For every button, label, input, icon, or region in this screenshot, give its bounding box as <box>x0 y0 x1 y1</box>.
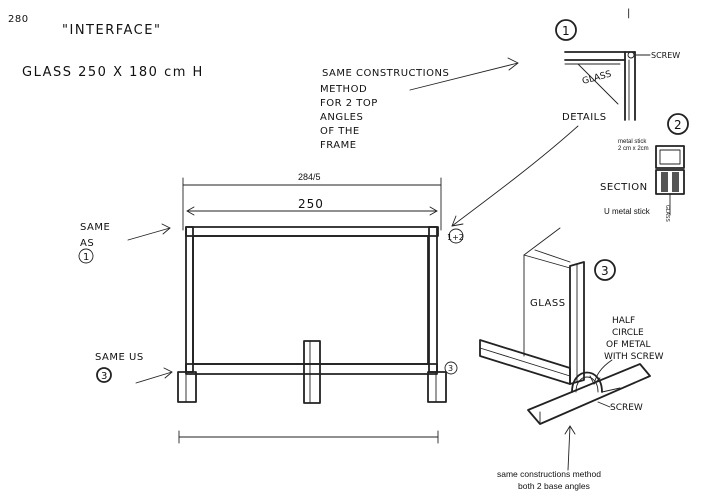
detail-number: 2 <box>674 118 683 132</box>
detail-1: 1 SCREW GLASS <box>555 19 680 121</box>
half-circle-line: WITH SCREW <box>604 352 664 362</box>
half-circle-line: HALF <box>612 316 635 326</box>
section-label: SECTION <box>600 182 648 193</box>
detail1-screw-label: SCREW <box>651 51 680 60</box>
arrow-to-detail1 <box>409 57 519 91</box>
glass-spec: GLASS 250 X 180 cm H <box>22 65 204 80</box>
main-frame: 284/5 250 <box>177 172 447 444</box>
half-circle-line: OF METAL <box>606 340 651 350</box>
detail3-screw-label: SCREW <box>610 403 643 413</box>
note-line: SAME CONSTRUCTIONS <box>322 68 449 79</box>
note-circle-number: 1 <box>83 252 90 263</box>
note-top-angles: SAME CONSTRUCTIONS METHOD FOR 2 TOP ANGL… <box>320 68 449 151</box>
note-base-angles: same constructions method both 2 base an… <box>497 469 601 491</box>
detail-marker-label: 1+2 <box>447 233 464 242</box>
corner-mark: | <box>627 8 631 19</box>
note-line: SAME <box>80 222 110 233</box>
overall-width-label: 284/5 <box>298 172 321 182</box>
metal-stick-size: 2 cm x 2cm <box>618 146 649 152</box>
note-line: FOR 2 TOP <box>320 98 378 109</box>
detail-3: 3 GLASS HALF CIRCLE OF METAL WITH SCREW … <box>479 227 664 471</box>
detail-marker-label: 3 <box>448 364 453 373</box>
detail3-glass-label: GLASS <box>530 298 566 309</box>
details-label: DETAILS <box>562 112 607 123</box>
base-angles-line: same constructions method <box>497 469 601 479</box>
base-angles-line: both 2 base angles <box>518 481 590 491</box>
glass-width-label: 250 <box>298 197 324 211</box>
detail-marker-3: 3 <box>444 361 458 375</box>
sheet-title: "INTERFACE" <box>62 23 161 38</box>
note-circle-number: 3 <box>101 371 108 382</box>
note-same-as: SAME AS 1 <box>78 222 171 264</box>
glass-vertical-label: GLASS <box>664 205 670 222</box>
detail-number: 1 <box>562 24 571 38</box>
note-line: METHOD <box>320 84 367 95</box>
arrow-details-to-frame <box>451 125 579 227</box>
detail-marker-1-2: 1+2 <box>447 228 464 244</box>
note-line: ANGLES <box>320 112 363 123</box>
page-number: 280 <box>8 14 29 25</box>
u-metal-stick-label: U metal stick <box>604 207 651 216</box>
note-same-us: SAME US 3 <box>95 352 173 384</box>
half-circle-line: CIRCLE <box>612 328 644 338</box>
metal-stick-label: metal stick <box>618 139 647 145</box>
note-line: OF THE <box>320 126 360 137</box>
note-line: FRAME <box>320 140 357 151</box>
detail-number: 3 <box>601 264 610 278</box>
detail-2: 2 metal stick 2 cm x 2cm SECTION U metal… <box>600 113 689 222</box>
note-line: AS <box>80 238 94 249</box>
note-line: SAME US <box>95 352 144 363</box>
